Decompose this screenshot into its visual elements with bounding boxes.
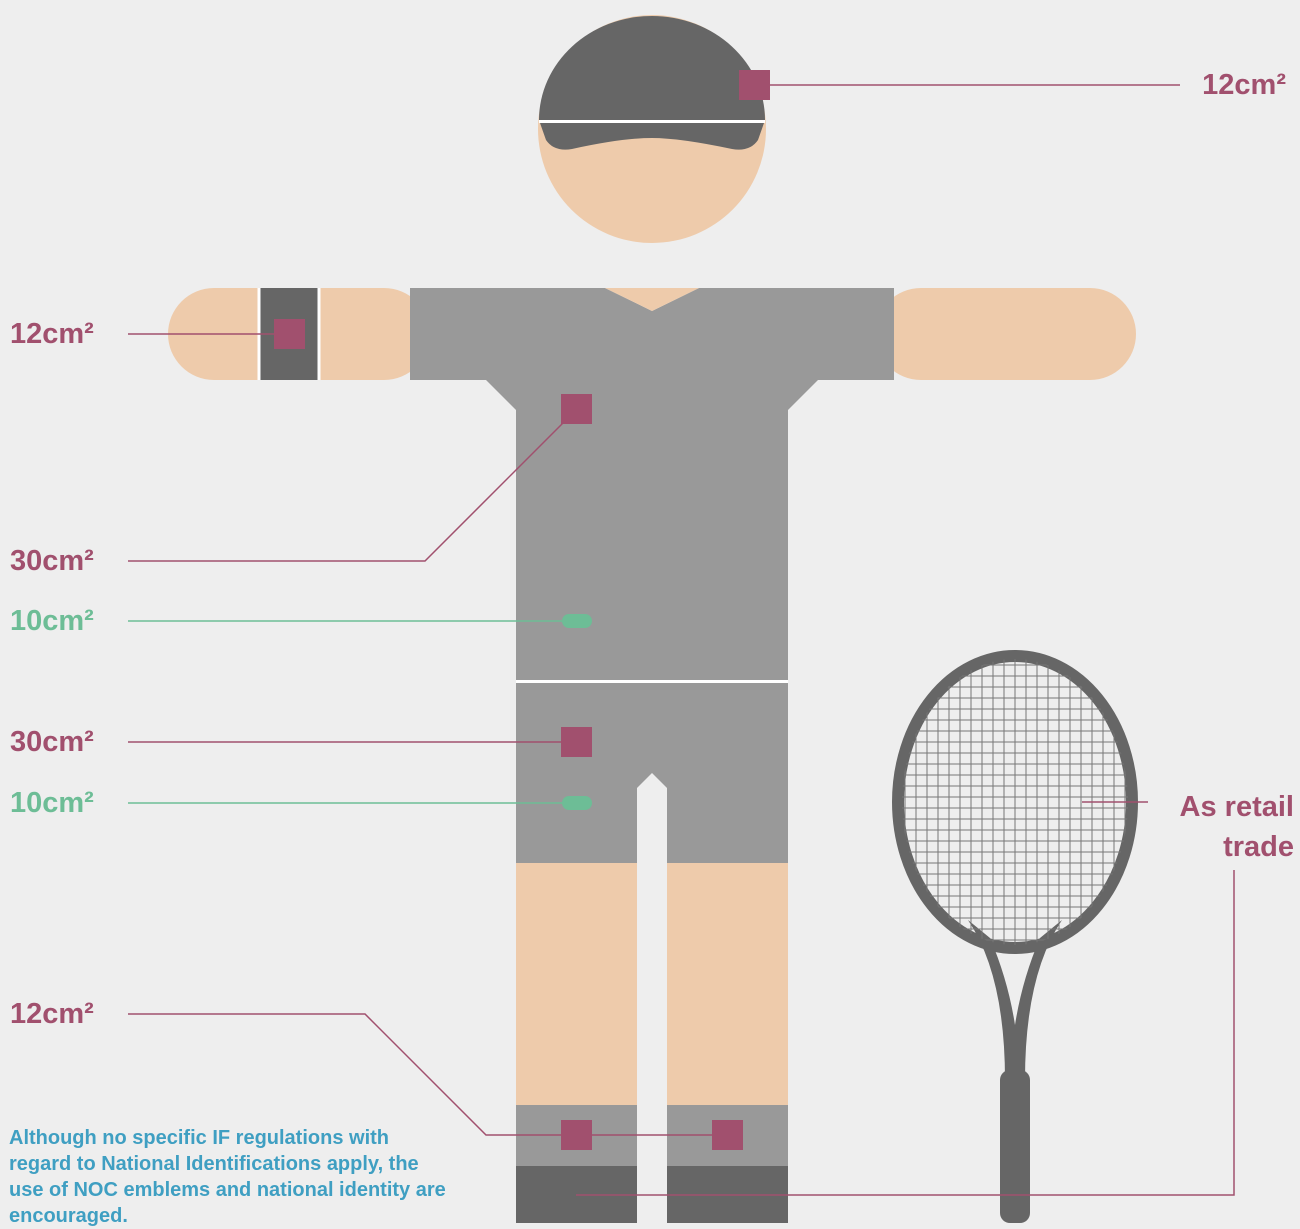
shorts-logo-marker: [561, 727, 592, 757]
shirt-national-area-label: 10cm²: [10, 607, 94, 636]
shirt-manufacturer-leader: [128, 414, 572, 561]
right-sock-logo-marker: [712, 1120, 743, 1150]
shirt-body: [410, 288, 894, 681]
wristband-logo-marker: [274, 319, 305, 349]
right-arm: [875, 288, 1136, 380]
racquet-label-line2: trade: [1180, 827, 1294, 867]
shorts-national-area-label: 10cm²: [10, 789, 94, 818]
headwear-area-label: 12cm²: [1202, 71, 1286, 100]
racquet-label: As retail trade: [1180, 787, 1294, 867]
socks-area-label: 12cm²: [10, 1000, 94, 1029]
legs: [516, 860, 788, 1223]
left-leg: [516, 860, 637, 1110]
racquet-handle: [1000, 1070, 1030, 1223]
shirt-manufacturer-area-label: 30cm²: [10, 547, 94, 576]
socks-leader: [128, 1014, 728, 1135]
right-leg: [667, 860, 788, 1110]
wristband-area-label: 12cm²: [10, 320, 94, 349]
racquet-label-line1: As retail: [1180, 787, 1294, 827]
shorts-manufacturer-area-label: 30cm²: [10, 728, 94, 757]
shirt: [410, 288, 894, 682]
headwear-logo-marker: [739, 70, 770, 100]
left-sock-logo-marker: [561, 1120, 592, 1150]
shorts-national-marker: [562, 796, 592, 810]
cap: [539, 16, 765, 120]
shorts: [516, 683, 788, 863]
tennis-racquet: [895, 655, 1135, 1223]
national-identification-note: Although no specific IF regulations with…: [9, 1125, 449, 1229]
shirt-logo-marker: [561, 394, 592, 424]
head: [538, 15, 766, 243]
shirt-national-marker: [562, 614, 592, 628]
